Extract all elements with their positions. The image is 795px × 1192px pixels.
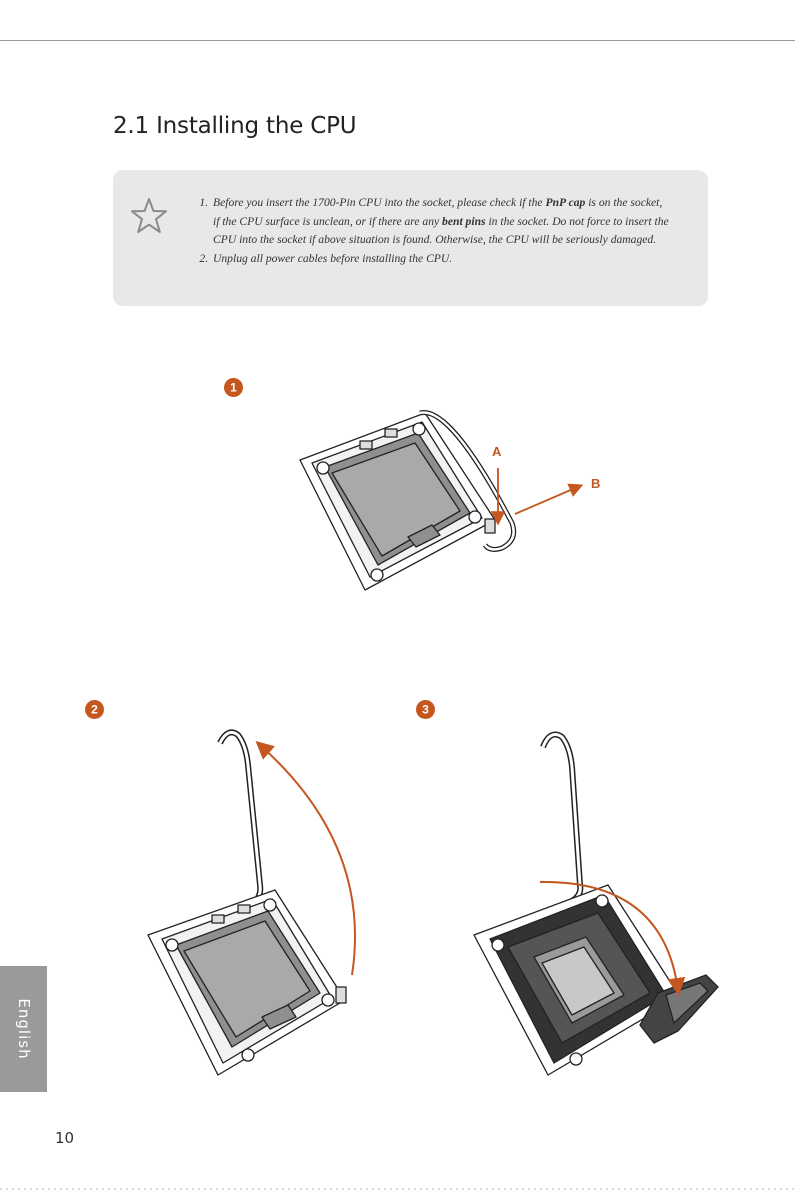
label-b: B	[591, 476, 601, 491]
bent-pins-term: bent pins	[442, 214, 486, 228]
pnp-cap-term: PnP cap	[545, 196, 586, 209]
star-outline-icon	[131, 198, 167, 233]
header-rule	[0, 40, 795, 41]
note-item-2: Unplug all power cables before installin…	[211, 250, 671, 269]
section-title: 2.1 Installing the CPU	[113, 113, 357, 139]
open-plate-arrow	[539, 880, 686, 996]
step-2-number: 2	[91, 703, 98, 717]
note-item-1: Before you insert the 1700-Pin CPU into …	[211, 194, 671, 250]
step-1-arrows	[490, 468, 584, 526]
note-list: Before you insert the 1700-Pin CPU into …	[193, 194, 671, 269]
step-2-badge: 2	[85, 700, 104, 719]
step-3-badge: 3	[416, 700, 435, 719]
arrow-b	[514, 483, 584, 515]
language-tab: English	[0, 966, 47, 1092]
step-1-badge: 1	[224, 378, 243, 397]
note-text: Unplug all power cables before installin…	[213, 252, 453, 266]
crop-marks	[0, 1188, 795, 1190]
page-number: 10	[55, 1129, 75, 1147]
cpu-socket-lever-open-figure	[147, 729, 356, 1076]
step-1-number: 1	[230, 381, 237, 395]
lift-lever-arrow	[255, 741, 356, 976]
note-text: in the socket. Do not force to insert th…	[213, 214, 669, 247]
note-box: Before you insert the 1700-Pin CPU into …	[113, 170, 708, 306]
language-tab-label: English	[14, 998, 33, 1060]
cpu-socket-closed-figure	[299, 410, 517, 591]
note-text: Before you insert the 1700-Pin CPU into …	[213, 196, 546, 209]
step-3-number: 3	[422, 703, 429, 717]
note-text: is on the socket, if the CPU surface is …	[213, 196, 663, 228]
cpu-socket-plate-open-figure	[473, 731, 719, 1076]
label-a: A	[492, 444, 502, 459]
